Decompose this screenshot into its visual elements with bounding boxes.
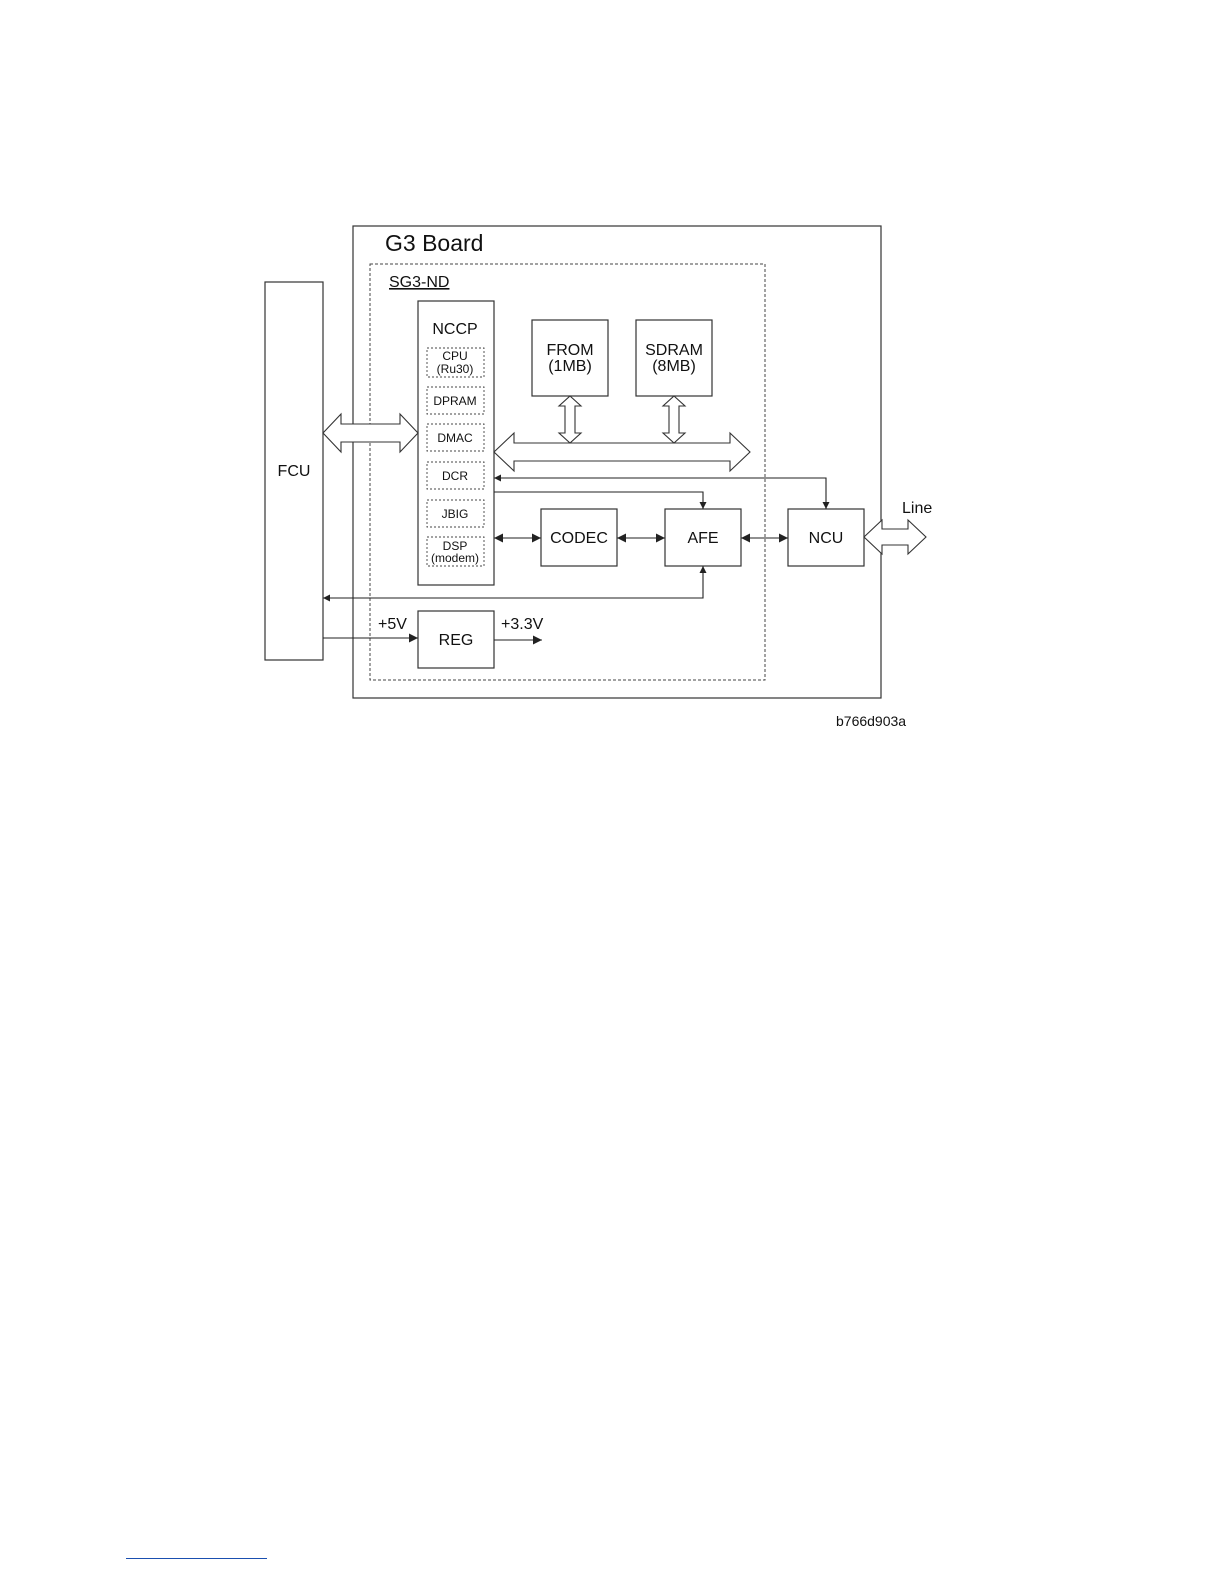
dcr-label: DCR [442, 469, 468, 483]
dsp-sub-label: (modem) [431, 551, 479, 565]
sdram-size-label: (8MB) [652, 358, 696, 375]
footnote-rule [126, 1558, 267, 1559]
g3-board-title: G3 Board [385, 230, 483, 256]
codec-label: CODEC [550, 530, 608, 547]
afe-label: AFE [687, 530, 718, 547]
sg3-nd-title: SG3-ND [389, 274, 449, 291]
figure-reference: b766d903a [836, 713, 906, 729]
dmac-label: DMAC [437, 431, 473, 445]
dpram-label: DPRAM [433, 394, 476, 408]
output-voltage-label: +3.3V [501, 616, 544, 633]
cpu-sub-label: (Ru30) [437, 362, 474, 376]
jbig-label: JBIG [442, 507, 469, 521]
reg-label: REG [439, 632, 474, 649]
sdram-label: SDRAM [645, 342, 703, 359]
from-label: FROM [546, 342, 593, 359]
fcu-label: FCU [278, 463, 311, 480]
input-voltage-label: +5V [378, 616, 407, 633]
line-label: Line [902, 500, 932, 517]
from-size-label: (1MB) [548, 358, 592, 375]
cpu-label: CPU [442, 349, 467, 363]
ncu-label: NCU [809, 530, 844, 547]
nccp-title: NCCP [432, 321, 477, 338]
